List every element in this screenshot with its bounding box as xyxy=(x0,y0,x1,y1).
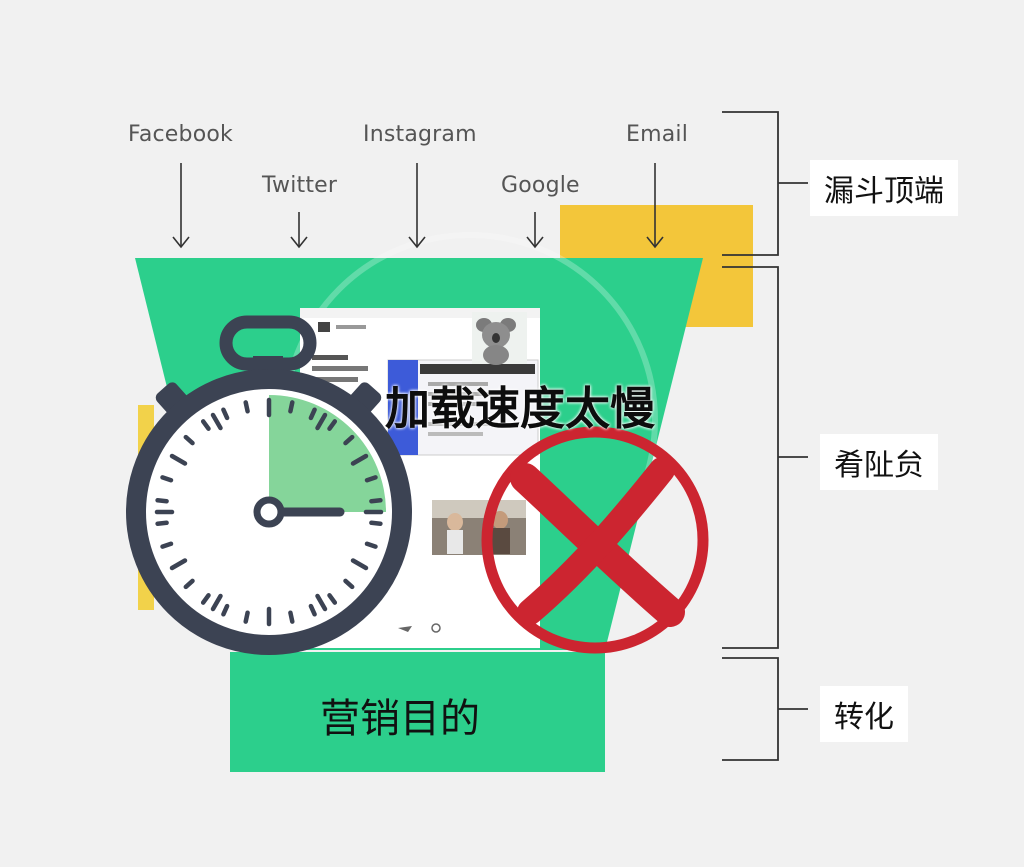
stopwatch-tick xyxy=(288,400,295,414)
stopwatch-tick xyxy=(200,593,211,605)
source-label-email: Email xyxy=(626,122,689,147)
stopwatch-tick xyxy=(364,541,378,549)
stopwatch-tick xyxy=(221,407,230,421)
stage-label-top: 漏斗顶端 xyxy=(810,160,958,216)
stopwatch-tick xyxy=(308,603,317,617)
source-label-instagram: Instagram xyxy=(363,122,477,147)
stopwatch-tick xyxy=(200,419,211,431)
funnel-goal-label: 营销目的 xyxy=(320,696,480,742)
stopwatch-tick xyxy=(369,498,383,504)
koala-photo xyxy=(472,312,527,365)
stopwatch-tick xyxy=(221,603,230,617)
stopwatch-tick xyxy=(210,412,223,431)
red-cross-icon xyxy=(481,426,709,654)
stopwatch-tick xyxy=(160,541,174,549)
stopwatch-tick xyxy=(350,558,369,571)
small-arrow-icon xyxy=(398,626,412,632)
stopwatch-tick xyxy=(243,610,250,624)
stopwatch-tick xyxy=(155,520,169,526)
small-circle-icon xyxy=(431,623,441,633)
stopwatch-tick xyxy=(210,593,223,612)
stopwatch-tick xyxy=(308,407,317,421)
stopwatch-tick xyxy=(315,593,328,612)
stopwatch-tick xyxy=(169,453,188,466)
stopwatch-tick xyxy=(350,453,369,466)
source-label-google: Google xyxy=(501,173,580,198)
stopwatch-tick xyxy=(183,578,195,590)
source-label-facebook: Facebook xyxy=(128,122,233,147)
stopwatch-tick xyxy=(155,498,169,504)
stopwatch-tick xyxy=(369,520,383,526)
stopwatch-tick xyxy=(243,400,250,414)
source-label-twitter: Twitter xyxy=(262,173,338,198)
stage-brackets xyxy=(722,111,808,761)
stopwatch-tick xyxy=(288,610,295,624)
stopwatch-tick xyxy=(364,475,378,483)
stopwatch-tick xyxy=(343,434,355,446)
stopwatch-tick xyxy=(160,475,174,483)
slow-loading-warning: 加载速度太慢 xyxy=(385,382,656,435)
source-arrows xyxy=(172,163,664,249)
stopwatch-tick xyxy=(327,419,338,431)
stopwatch-tick xyxy=(327,593,338,605)
stopwatch-tick xyxy=(169,558,188,571)
stage-label-bottom: 转化 xyxy=(820,686,908,742)
stopwatch-tick xyxy=(343,578,355,590)
people-photo xyxy=(432,500,526,555)
funnel-spout xyxy=(230,652,605,772)
stopwatch-tick xyxy=(315,412,328,431)
stopwatch-tick xyxy=(183,434,195,446)
stopwatch-icon xyxy=(126,315,412,655)
stage-label-middle: 肴阯贠 xyxy=(820,434,938,490)
